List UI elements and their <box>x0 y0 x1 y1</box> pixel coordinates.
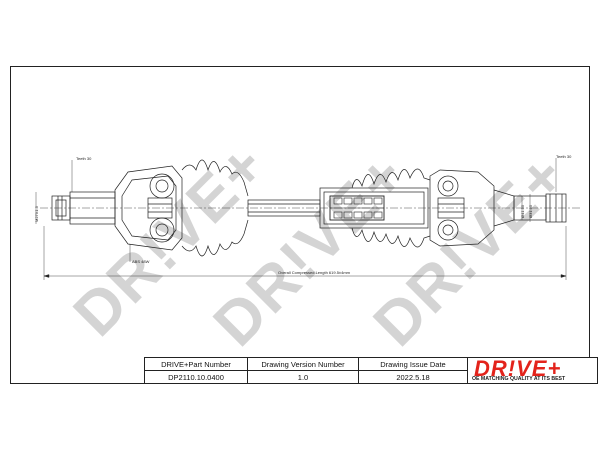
logo-tagline: OE MATCHING QUALITY AT ITS BEST <box>472 376 566 382</box>
teeth-left-label: Teeth 30 <box>76 156 92 161</box>
drawing-frame <box>10 66 590 384</box>
left-boot <box>181 159 249 257</box>
title-header-row: DRIVE+Part Number Drawing Version Number… <box>144 357 468 371</box>
inner-housing <box>319 187 429 229</box>
diameter-2-label: Ø31.55 <box>528 204 533 218</box>
overall-length-label: Overall Compressed Length 619.5±4mm <box>278 270 351 275</box>
title-table: DRIVE+Part Number Drawing Version Number… <box>144 357 468 384</box>
part-number-header: DRIVE+Part Number <box>144 357 248 371</box>
part-number-value: DP2110.10.0400 <box>144 370 248 384</box>
issue-date-value: 2022.5.18 <box>358 370 468 384</box>
title-value-row: DP2110.10.0400 1.0 2022.5.18 <box>144 370 468 384</box>
diameter-1-label: Ø41.55 <box>520 204 525 218</box>
middle-boot <box>351 168 431 248</box>
dimension-lines <box>35 158 567 280</box>
teeth-right-label: Teeth 30 <box>556 154 572 159</box>
drawing-version-value: 1.0 <box>247 370 359 384</box>
left-cv-joint <box>114 165 183 251</box>
thread-label: M27X1.5 <box>34 205 39 222</box>
brand-logo: DR!VE+ OE MATCHING QUALITY AT ITS BEST <box>467 356 598 384</box>
logo-wordmark: DR!VE+ <box>474 356 562 381</box>
drawing-version-header: Drawing Version Number <box>247 357 359 371</box>
issue-date-header: Drawing Issue Date <box>358 357 468 371</box>
left-stub-shaft <box>51 191 116 225</box>
title-block: DRIVE+Part Number Drawing Version Number… <box>144 356 598 384</box>
abs-ring-label: ABS 48W <box>132 259 150 264</box>
